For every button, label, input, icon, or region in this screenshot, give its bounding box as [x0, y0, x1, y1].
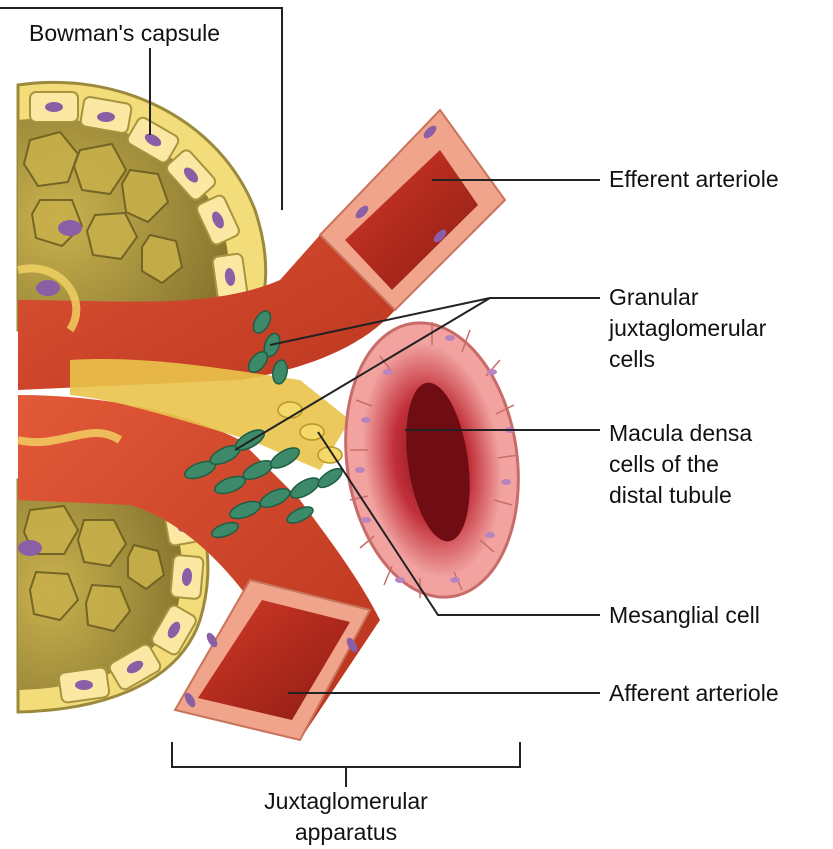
label-efferent-arteriole: Efferent arteriole — [609, 164, 779, 195]
bowmans-capsule-upper — [18, 82, 266, 330]
jga-bracket — [172, 742, 520, 767]
label-bowmans-capsule: Bowman's capsule — [29, 18, 220, 49]
distal-tubule — [329, 312, 536, 609]
label-mesanglial-cell: Mesanglial cell — [609, 600, 760, 631]
label-afferent-arteriole: Afferent arteriole — [609, 678, 779, 709]
label-macula-densa-cells: Macula densa cells of the distal tubule — [609, 418, 752, 511]
label-granular-juxtaglomerular-cells: Granular juxtaglomerular cells — [609, 282, 766, 375]
label-juxtaglomerular-apparatus: Juxtaglomerular apparatus — [238, 786, 454, 848]
